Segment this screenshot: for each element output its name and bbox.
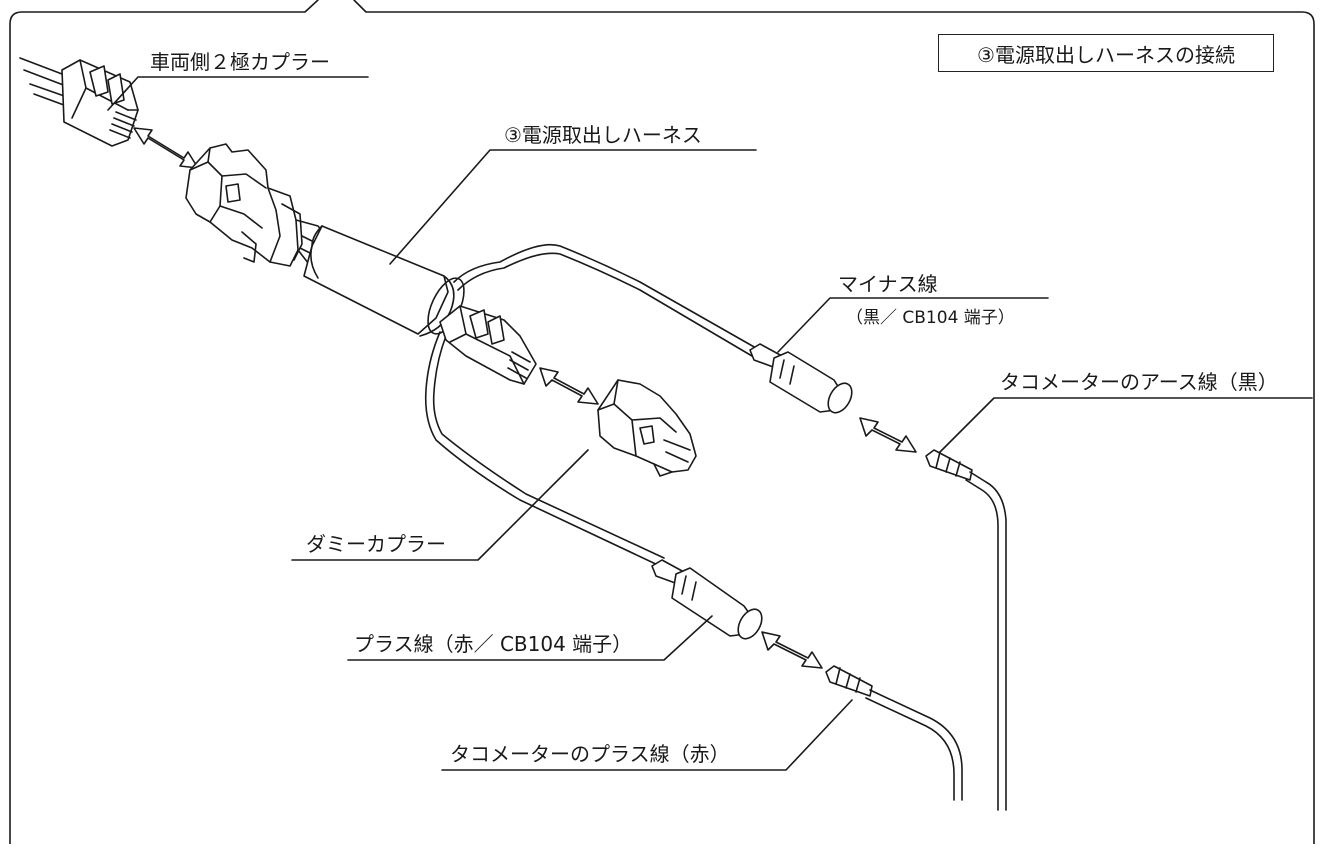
arrow-plus — [761, 631, 823, 669]
leader-minus-wire — [777, 297, 1049, 353]
harness-sleeve-drawing — [303, 225, 465, 337]
vehicle-coupler-drawing — [19, 57, 139, 147]
diagram-title: ③電源取出しハーネスの接続 — [977, 42, 1235, 67]
leader-plus-wire — [347, 615, 713, 661]
leader-tacho-ground — [939, 397, 1313, 453]
diagram-title-box: ③電源取出しハーネスの接続 — [938, 34, 1274, 72]
leader-tacho-plus — [441, 699, 853, 771]
harness-plug-drawing — [439, 305, 537, 385]
plus-terminal-drawing — [651, 559, 763, 640]
label-tacho-plus: タコメーターのプラス線（赤） — [450, 742, 730, 766]
dummy-coupler-drawing — [597, 379, 697, 477]
frame-border — [9, 0, 1315, 845]
arrow-dummy — [539, 367, 599, 405]
minus-terminal-drawing — [749, 343, 853, 414]
leader-harness — [389, 149, 757, 265]
leader-dummy-coupler — [291, 449, 589, 561]
label-minus-wire-spec: （黒／ CB104 端子） — [846, 308, 1015, 328]
label-harness: ③電源取出しハーネス — [504, 123, 702, 147]
tacho-ground-terminal-drawing — [925, 449, 1007, 811]
arrow-coupler-1 — [133, 127, 199, 169]
tacho-plus-terminal-drawing — [825, 665, 963, 801]
label-vehicle-coupler: 車両側２極カプラー — [150, 50, 330, 74]
arrow-minus — [859, 417, 917, 453]
label-minus-wire: マイナス線 — [838, 272, 938, 296]
plus-wire — [424, 331, 661, 567]
leader-vehicle-coupler — [107, 76, 369, 111]
harness-connector-drawing — [185, 143, 331, 269]
label-tacho-ground: タコメーターのアース線（黒） — [1000, 370, 1278, 394]
label-dummy-coupler: ダミーカプラー — [306, 532, 446, 556]
label-plus-wire: プラス線（赤／ CB104 端子） — [354, 632, 633, 656]
minus-wire — [453, 243, 757, 349]
